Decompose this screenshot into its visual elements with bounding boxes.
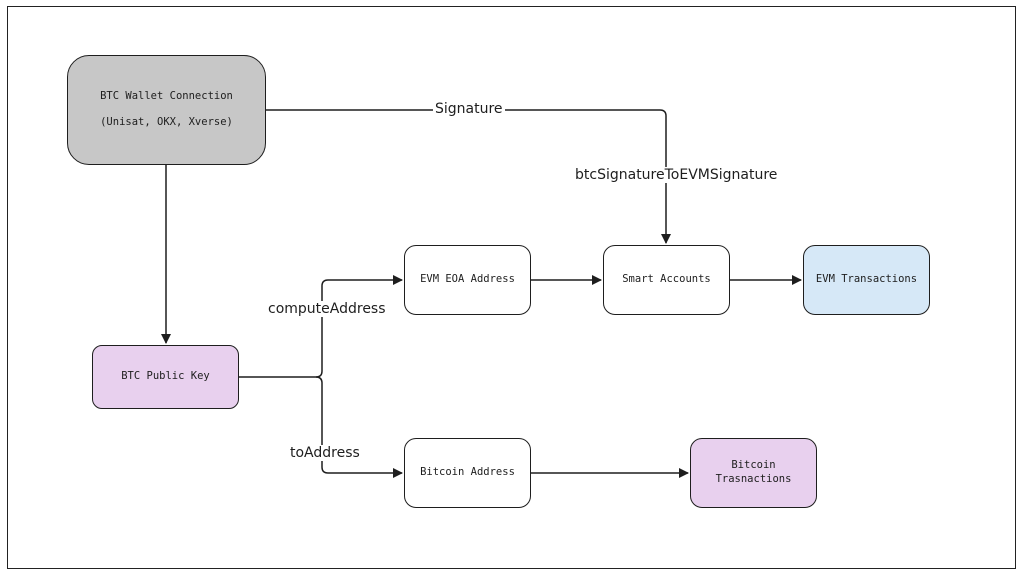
evm-transactions-label: EVM Transactions: [815, 273, 918, 286]
compute-address-label: computeAddress: [266, 301, 388, 317]
btc-wallet-connection-node: BTC Wallet Connection (Unisat, OKX, Xver…: [67, 55, 266, 165]
wallet-title: BTC Wallet Connection: [100, 90, 233, 103]
edge-compute-address: [239, 275, 403, 378]
wallet-providers: (Unisat, OKX, Xverse): [100, 116, 233, 128]
btc-signature-to-evm-signature-label: btcSignatureToEVMSignature: [573, 167, 780, 183]
to-address-label: toAddress: [288, 445, 362, 461]
smart-accounts-label: Smart Accounts: [622, 273, 711, 286]
edge-to-address: [315, 376, 403, 478]
btc-public-key-node: BTC Public Key: [92, 345, 239, 409]
smart-accounts-node: Smart Accounts: [603, 245, 730, 315]
evm-eoa-address-node: EVM EOA Address: [404, 245, 531, 315]
pubkey-label: BTC Public Key: [121, 370, 210, 383]
bitcoin-transactions-line2: Trasnactions: [715, 473, 792, 485]
bitcoin-address-label: Bitcoin Address: [420, 466, 515, 479]
edge-signature: [266, 109, 671, 244]
evm-eoa-label: EVM EOA Address: [420, 273, 515, 286]
bitcoin-address-node: Bitcoin Address: [404, 438, 531, 508]
bitcoin-transactions-node: Bitcoin Trasnactions: [690, 438, 817, 508]
signature-edge-label: Signature: [433, 101, 505, 117]
bitcoin-transactions-line1: Bitcoin: [731, 459, 776, 472]
diagram-frame: [7, 6, 1016, 569]
evm-transactions-node: EVM Transactions: [803, 245, 930, 315]
